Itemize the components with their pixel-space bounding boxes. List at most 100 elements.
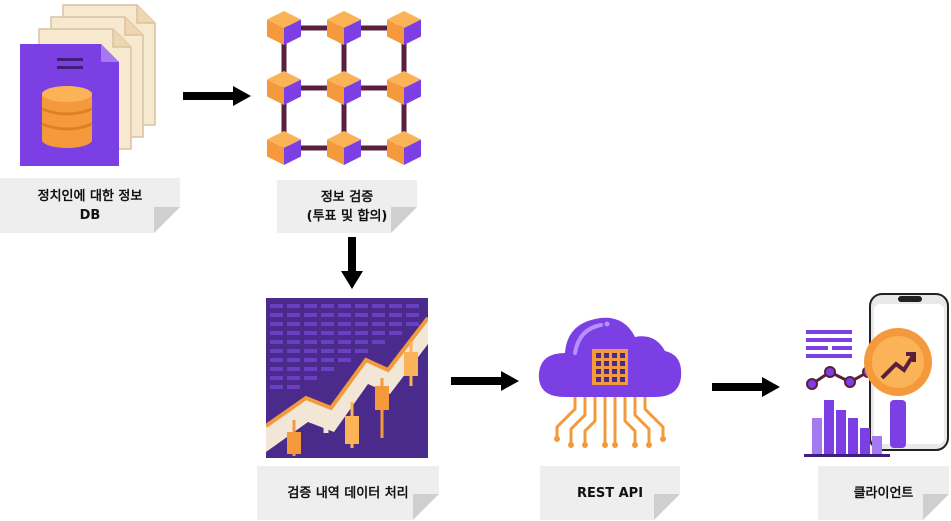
arrow-down-icon xyxy=(341,237,363,289)
node-label-client-text: 클라이언트 xyxy=(853,485,914,501)
texture-block xyxy=(304,376,317,380)
texture-block xyxy=(287,349,300,353)
node-label-client: 클라이언트 xyxy=(818,466,949,520)
texture-block xyxy=(270,322,283,326)
cube-face xyxy=(404,19,421,45)
cube-face xyxy=(387,19,404,45)
chip-cell xyxy=(620,377,625,382)
node-label-history-text: 검증 내역 데이터 처리 xyxy=(287,485,409,501)
texture-block xyxy=(287,367,300,371)
cube-face xyxy=(267,139,284,165)
texture-block xyxy=(270,376,283,380)
texture-block xyxy=(355,340,368,344)
database-document-icon xyxy=(15,0,165,170)
blockchain-network-icon xyxy=(262,6,432,171)
texture-block xyxy=(406,304,419,308)
texture-block xyxy=(270,304,283,308)
texture-block xyxy=(355,322,368,326)
texture-block xyxy=(338,304,351,308)
node-label-api: REST API xyxy=(540,466,680,520)
texture-block xyxy=(321,349,334,353)
texture-block xyxy=(270,340,283,344)
arrow-right-icon xyxy=(451,371,519,391)
texture-block xyxy=(406,322,419,326)
texture-block xyxy=(338,358,351,362)
chip-cell xyxy=(604,377,609,382)
cube-face xyxy=(327,19,344,45)
cube-face xyxy=(387,139,404,165)
node-label-api-text: REST API xyxy=(576,485,644,501)
node-label-history: 검증 내역 데이터 처리 xyxy=(257,466,439,520)
cube-face xyxy=(267,19,284,45)
label-fold xyxy=(154,207,180,233)
texture-block xyxy=(338,349,351,353)
texture-block xyxy=(270,349,283,353)
cube-face xyxy=(327,79,344,105)
chip-cell xyxy=(612,377,617,382)
cube-face xyxy=(344,139,361,165)
node-label-verify: 정보 검증 (투표 및 합의) xyxy=(277,180,417,233)
cube-face xyxy=(284,19,301,45)
node-label-verify-text: 정보 검증 (투표 및 합의) xyxy=(306,189,388,224)
cube-face xyxy=(404,79,421,105)
cube-face xyxy=(344,79,361,105)
texture-block xyxy=(338,331,351,335)
texture-block xyxy=(389,331,402,335)
texture-block xyxy=(338,313,351,317)
label-fold xyxy=(391,207,417,233)
texture-block xyxy=(355,349,368,353)
texture-block xyxy=(321,322,334,326)
texture-block xyxy=(355,304,368,308)
chip-cell xyxy=(596,377,601,382)
cube-face xyxy=(344,19,361,45)
texture-block xyxy=(304,340,317,344)
texture-block xyxy=(287,331,300,335)
texture-block xyxy=(338,340,351,344)
texture-block xyxy=(372,322,385,326)
chip-cell xyxy=(612,361,617,366)
arrow-right-icon xyxy=(183,86,251,106)
mobile-analytics-icon xyxy=(802,292,950,460)
texture-block xyxy=(304,304,317,308)
texture-block xyxy=(338,322,351,326)
texture-block xyxy=(287,340,300,344)
texture-block xyxy=(372,313,385,317)
chip-cell xyxy=(596,361,601,366)
node-label-db: 정치인에 대한 정보 DB xyxy=(0,178,180,233)
texture-block xyxy=(270,385,283,389)
cube-face xyxy=(387,79,404,105)
texture-block xyxy=(355,313,368,317)
texture-block xyxy=(372,340,385,344)
texture-block xyxy=(389,313,402,317)
cube-face xyxy=(284,139,301,165)
texture-block xyxy=(372,304,385,308)
texture-block xyxy=(355,331,368,335)
chip-cell xyxy=(620,361,625,366)
texture-block xyxy=(304,358,317,362)
texture-block xyxy=(287,313,300,317)
texture-block xyxy=(304,367,317,371)
cube-face xyxy=(404,139,421,165)
texture-block xyxy=(304,349,317,353)
texture-block xyxy=(321,304,334,308)
texture-block xyxy=(389,322,402,326)
texture-block xyxy=(321,313,334,317)
arrow-right-icon xyxy=(712,377,780,397)
texture-block xyxy=(304,313,317,317)
chip-cell xyxy=(612,353,617,358)
candlestick-chart-icon xyxy=(266,298,428,458)
texture-block xyxy=(406,313,419,317)
texture-block xyxy=(287,322,300,326)
cube-face xyxy=(284,79,301,105)
chip-cell xyxy=(620,369,625,374)
chip-cell xyxy=(596,353,601,358)
texture-block xyxy=(321,358,334,362)
chip-cell xyxy=(604,353,609,358)
texture-block xyxy=(270,367,283,371)
texture-block xyxy=(287,358,300,362)
chip-cell xyxy=(604,369,609,374)
texture-block xyxy=(389,304,402,308)
cube-face xyxy=(267,79,284,105)
chip-cell xyxy=(612,369,617,374)
texture-block xyxy=(287,385,300,389)
